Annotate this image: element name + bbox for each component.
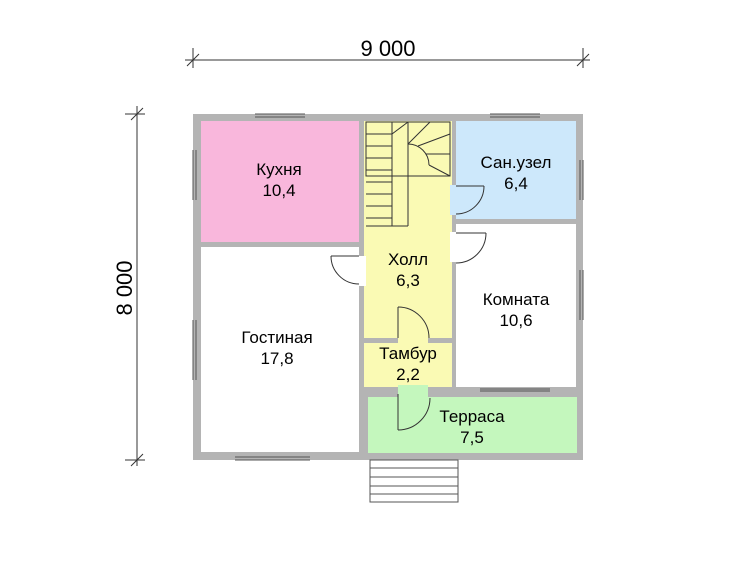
svg-text:Гостиная: Гостиная	[241, 328, 312, 347]
svg-text:Кухня: Кухня	[256, 160, 302, 179]
svg-text:2,2: 2,2	[396, 365, 420, 384]
room-living	[201, 247, 359, 452]
label-living: Гостиная 17,8	[241, 328, 312, 368]
width-dimension-label: 9 000	[360, 36, 415, 61]
label-bathroom: Сан.узел 6,4	[481, 153, 552, 193]
svg-text:Холл: Холл	[388, 250, 428, 269]
svg-text:Терраса: Терраса	[439, 407, 505, 426]
svg-text:6,4: 6,4	[504, 174, 528, 193]
width-dimension	[185, 48, 590, 68]
height-dimension	[125, 106, 145, 467]
room-vestibule	[364, 343, 452, 387]
door-swings	[330, 185, 487, 431]
svg-text:10,6: 10,6	[499, 311, 532, 330]
room-kitchen	[201, 121, 359, 242]
svg-text:10,4: 10,4	[262, 181, 295, 200]
entrance-steps	[369, 459, 459, 503]
svg-text:Сан.узел: Сан.узел	[481, 153, 552, 172]
room-bathroom	[456, 121, 576, 219]
room-terrace	[368, 397, 577, 453]
label-vestibule: Тамбур 2,2	[379, 344, 437, 384]
height-dimension-label: 8 000	[112, 260, 137, 315]
label-terrace: Терраса 7,5	[439, 407, 505, 447]
label-bedroom: Комната 10,6	[483, 290, 550, 330]
room-bedroom	[456, 224, 576, 387]
svg-text:6,3: 6,3	[396, 271, 420, 290]
svg-text:17,8: 17,8	[260, 349, 293, 368]
label-kitchen: Кухня 10,4	[256, 160, 302, 200]
svg-text:Комната: Комната	[483, 290, 550, 309]
windows	[192, 113, 584, 461]
staircase	[365, 121, 451, 227]
label-hall: Холл 6,3	[388, 250, 428, 290]
svg-text:Тамбур: Тамбур	[379, 344, 437, 363]
svg-text:7,5: 7,5	[460, 428, 484, 447]
door-openings	[357, 185, 458, 399]
